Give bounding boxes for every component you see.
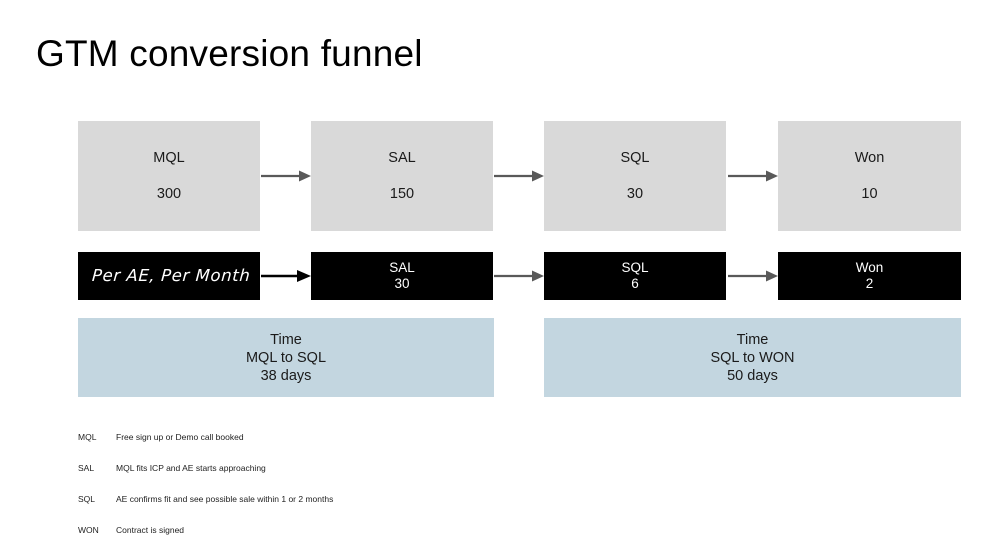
- funnel-stage-won[interactable]: Won 10: [778, 121, 961, 231]
- stage-value: 2: [865, 276, 874, 291]
- legend-description: Free sign up or Demo call booked: [116, 432, 244, 442]
- arrow-sal-to-sql-icon: [494, 169, 544, 183]
- time-duration: 50 days: [727, 367, 778, 384]
- arrow-per-ae-note-to-sal-icon: [261, 269, 311, 283]
- stage-label: SAL: [388, 150, 416, 166]
- definitions-legend: MQL Free sign up or Demo call booked SAL…: [78, 432, 598, 556]
- page-title: GTM conversion funnel: [36, 33, 423, 74]
- stage-value: 300: [156, 186, 182, 202]
- arrow-per-ae-sql-to-won-icon: [728, 269, 778, 283]
- legend-term: MQL: [78, 432, 97, 442]
- stage-label: SQL: [620, 150, 650, 166]
- stage-value: 150: [389, 186, 415, 202]
- stage-value: 10: [861, 186, 878, 202]
- stage-value: 6: [631, 276, 639, 291]
- time-span: MQL to SQL: [245, 349, 327, 366]
- per-ae-stage-sal[interactable]: SAL 30: [311, 252, 493, 300]
- legend-description: MQL fits ICP and AE starts approaching: [116, 463, 266, 473]
- legend-term: SAL: [78, 463, 95, 473]
- time-span: SQL to WON: [710, 349, 795, 366]
- legend-item: SQL AE confirms fit and see possible sal…: [78, 494, 598, 525]
- stage-value: 30: [626, 186, 644, 202]
- time-duration: 38 days: [260, 367, 312, 384]
- per-ae-stage-sql[interactable]: SQL 6: [544, 252, 726, 300]
- stage-label: MQL: [153, 150, 185, 166]
- legend-term: WON: [78, 525, 99, 535]
- legend-description: Contract is signed: [116, 525, 185, 535]
- time-heading: Time: [270, 331, 302, 348]
- time-heading: Time: [736, 331, 769, 348]
- legend-term: SQL: [78, 494, 96, 504]
- time-box-mql-to-sql[interactable]: Time MQL to SQL 38 days: [78, 318, 494, 397]
- per-ae-note-box[interactable]: Per AE, Per Month: [78, 252, 260, 300]
- stage-value: 30: [394, 276, 410, 291]
- funnel-stage-sal[interactable]: SAL 150: [311, 121, 493, 231]
- funnel-stage-mql[interactable]: MQL 300: [78, 121, 260, 231]
- arrow-per-ae-sal-to-sql-icon: [494, 269, 544, 283]
- arrow-sql-to-won-icon: [728, 169, 778, 183]
- legend-item: WON Contract is signed: [78, 525, 598, 556]
- per-ae-note-text: Per AE, Per Month: [91, 266, 252, 285]
- legend-description: AE confirms fit and see possible sale wi…: [116, 494, 334, 504]
- stage-label: Won: [855, 260, 884, 275]
- stage-label: Won: [854, 150, 885, 166]
- funnel-stage-sql[interactable]: SQL 30: [544, 121, 726, 231]
- time-box-sql-to-won[interactable]: Time SQL to WON 50 days: [544, 318, 961, 397]
- legend-item: MQL Free sign up or Demo call booked: [78, 432, 598, 463]
- stage-label: SAL: [389, 260, 415, 275]
- arrow-mql-to-sal-icon: [261, 169, 311, 183]
- per-ae-stage-won[interactable]: Won 2: [778, 252, 961, 300]
- legend-item: SAL MQL fits ICP and AE starts approachi…: [78, 463, 598, 494]
- stage-label: SQL: [621, 260, 649, 275]
